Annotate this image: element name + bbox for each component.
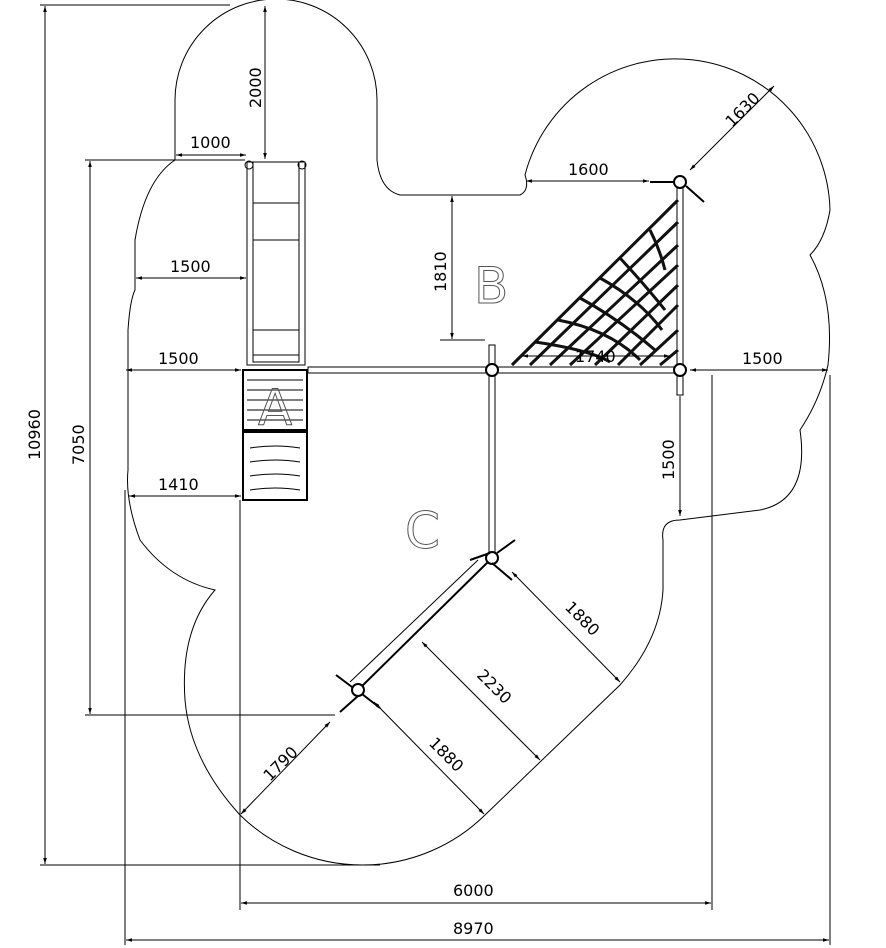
dim-left-mid: 1500 bbox=[158, 349, 199, 368]
dim-left-lower: 1410 bbox=[158, 475, 199, 494]
dim-structure-height: 7050 bbox=[69, 424, 88, 465]
dim-right-side: 1500 bbox=[742, 349, 783, 368]
dim-width-total: 8970 bbox=[453, 919, 494, 938]
dimension-lines bbox=[40, 4, 831, 945]
dim-top-clearance: 2000 bbox=[246, 67, 265, 108]
safety-zone-outline bbox=[127, 0, 831, 866]
zone-labels: A B C bbox=[258, 257, 509, 561]
zone-label-a: A bbox=[258, 379, 292, 437]
platform-a bbox=[242, 369, 308, 501]
dim-left-upper: 1500 bbox=[170, 257, 211, 276]
dim-rail-mid: 2230 bbox=[473, 665, 515, 707]
dim-rail-right: 1880 bbox=[561, 597, 603, 639]
climbing-net-b bbox=[510, 198, 680, 367]
dim-net-base: 1740 bbox=[575, 347, 616, 366]
dim-net-left: 1600 bbox=[568, 160, 609, 179]
dim-right-down: 1500 bbox=[659, 439, 678, 480]
slide bbox=[244, 160, 307, 366]
dim-slide-side: 1000 bbox=[190, 133, 231, 152]
dim-total-height: 10960 bbox=[25, 409, 44, 460]
dim-bottom-diag: 1790 bbox=[259, 743, 301, 785]
dimension-labels: 10960 7050 2000 1000 1500 1500 1410 1600… bbox=[25, 67, 783, 938]
dim-net-diag: 1630 bbox=[721, 89, 763, 131]
dim-rail-left: 1880 bbox=[425, 733, 467, 775]
dim-b-depth: 1810 bbox=[431, 251, 450, 292]
dim-width-inner: 6000 bbox=[453, 881, 494, 900]
zone-label-c: C bbox=[405, 502, 440, 560]
zone-label-b: B bbox=[474, 257, 508, 315]
beams bbox=[307, 175, 705, 713]
